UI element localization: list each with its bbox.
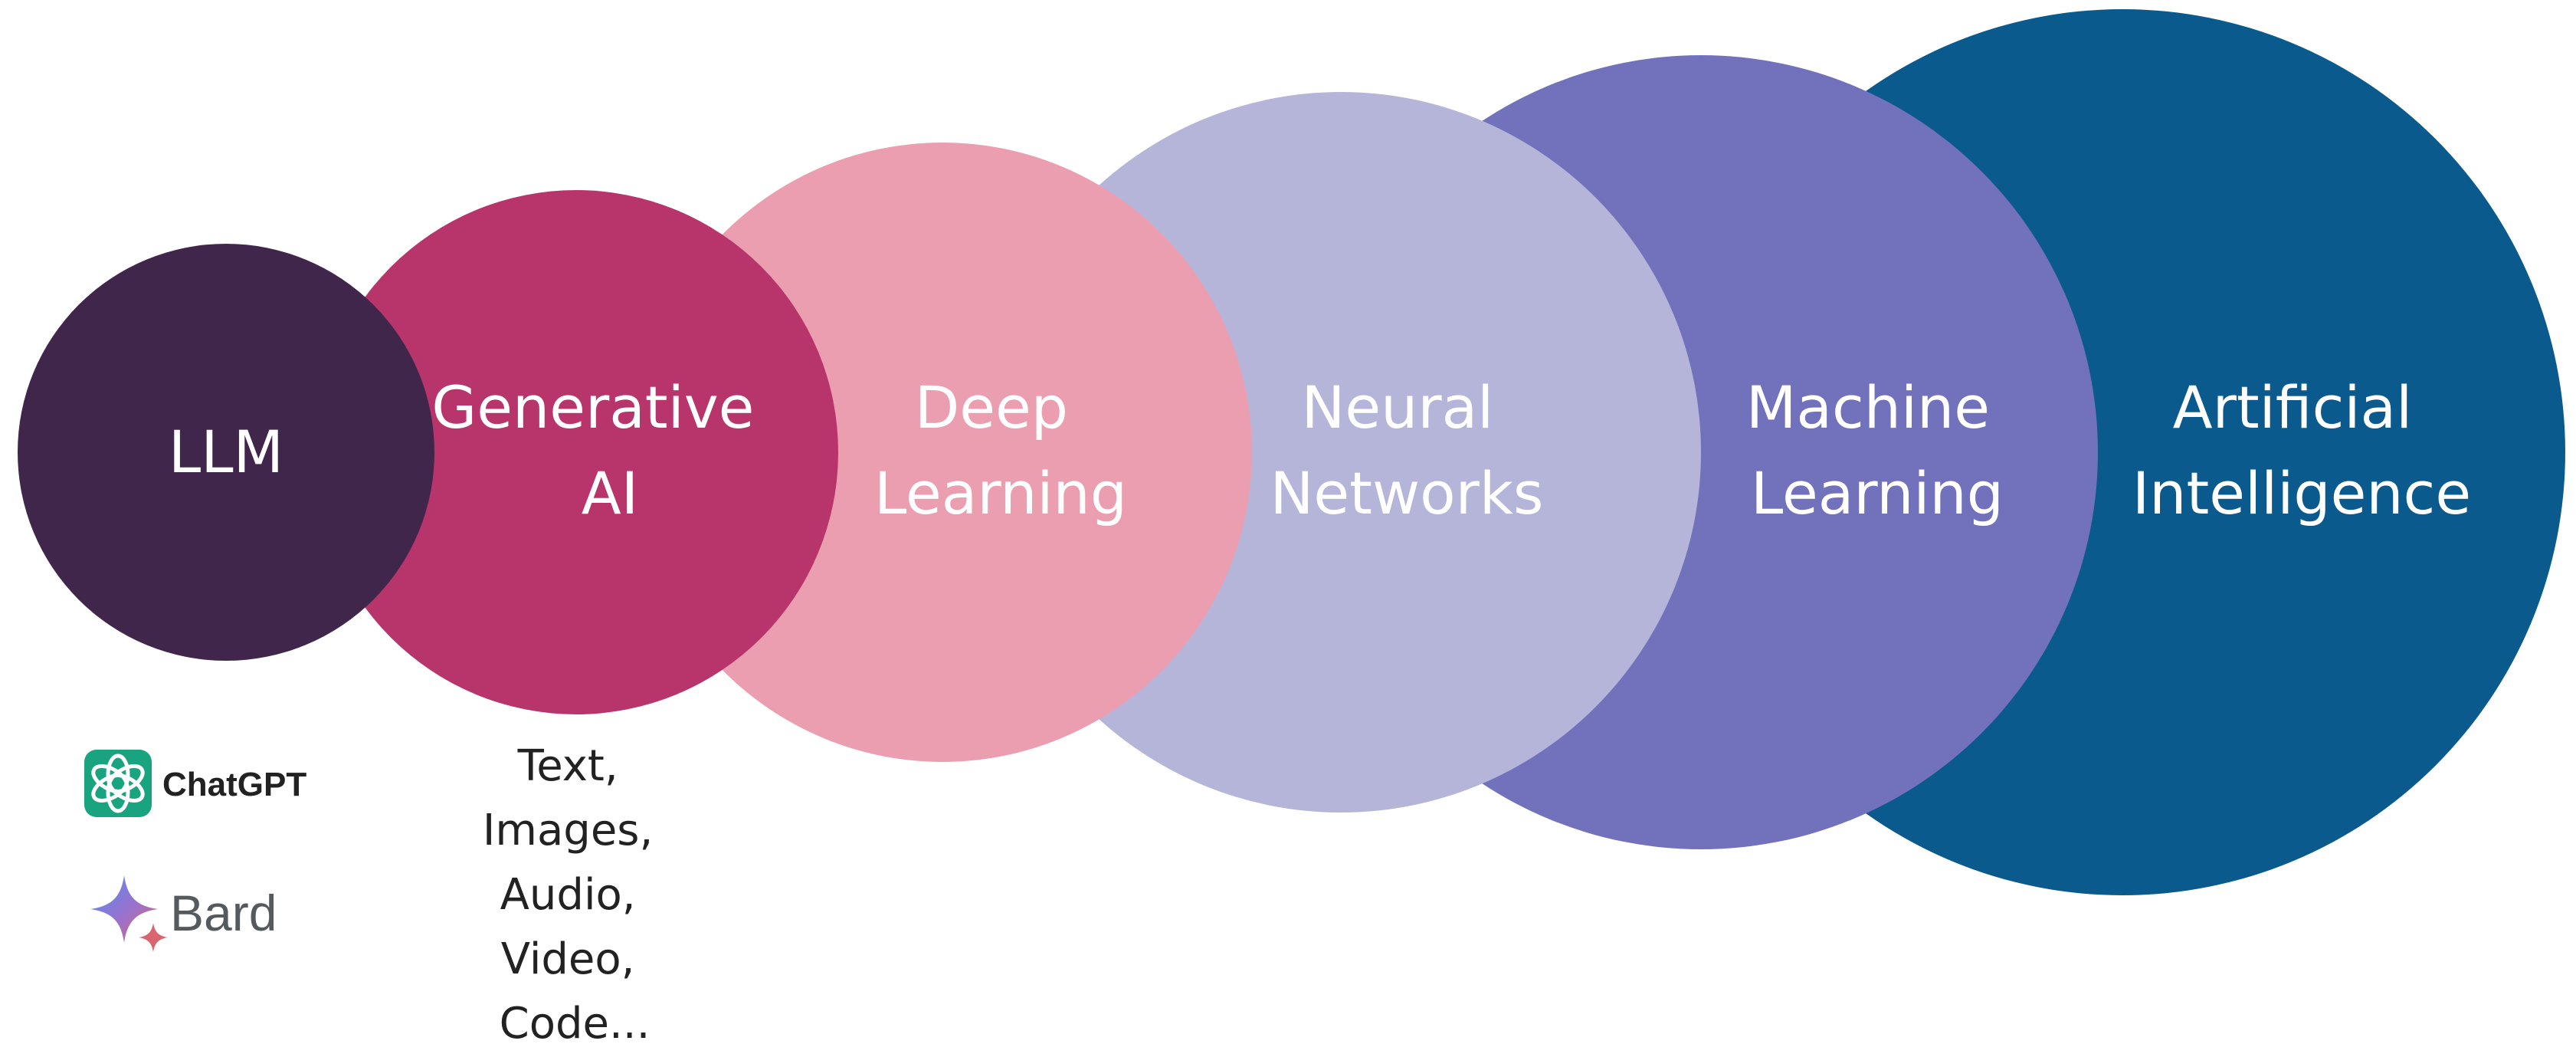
circle-label-line: Learning [874,459,1127,527]
chatgpt-logo: ChatGPT [84,750,306,817]
output-item: Text, [517,741,618,791]
circle-label-line: Generative [431,373,754,442]
chatgpt-logo-icon [84,750,152,817]
chatgpt-wordmark: ChatGPT [162,766,306,803]
circle-shape [18,244,434,661]
generative-ai-outputs: Text, Images, Audio, Video, Code... [483,741,667,1044]
circle-llm: LLM [18,244,434,661]
output-item: Code... [500,999,651,1044]
circle-label-line: Neural [1302,373,1494,442]
svg-text:Generative AI: Generative AI [431,373,772,527]
circle-deep-learning: Deep Learning [633,143,1252,762]
bard-sparkle-icon [90,875,158,943]
circle-label-line: Learning [1751,459,2004,527]
svg-text:Deep Learning: Deep Learning [874,373,1127,527]
output-item: Audio, [500,870,636,920]
circle-label-line: Machine [1746,373,1990,442]
bard-small-sparkle-icon [139,923,168,952]
circle-generative-ai: Generative AI [314,190,838,714]
svg-text:Neural Networks: Neural Networks [1270,373,1544,527]
output-item: Video, [501,934,635,984]
bard-wordmark: Bard [170,885,277,941]
circle-label-line: Networks [1270,459,1544,527]
circle-label-line: AI [582,459,638,527]
circle-label-line: Deep [915,373,1068,442]
svg-text:LLM: LLM [169,418,283,486]
circle-label-line: Intelligence [2132,459,2471,527]
circle-shape [633,143,1252,762]
circle-label-line: Artificial [2173,373,2413,442]
svg-text:Machine Learning: Machine Learning [1746,373,2008,527]
svg-text:Artificial Intelligence: Artificial Intelligence [2132,373,2471,527]
bard-logo: Bard [90,875,277,952]
circle-shape [314,190,838,714]
output-item: Images, [483,806,653,855]
chatgpt-knot-icon [91,753,145,813]
circle-label-line: LLM [169,418,283,486]
